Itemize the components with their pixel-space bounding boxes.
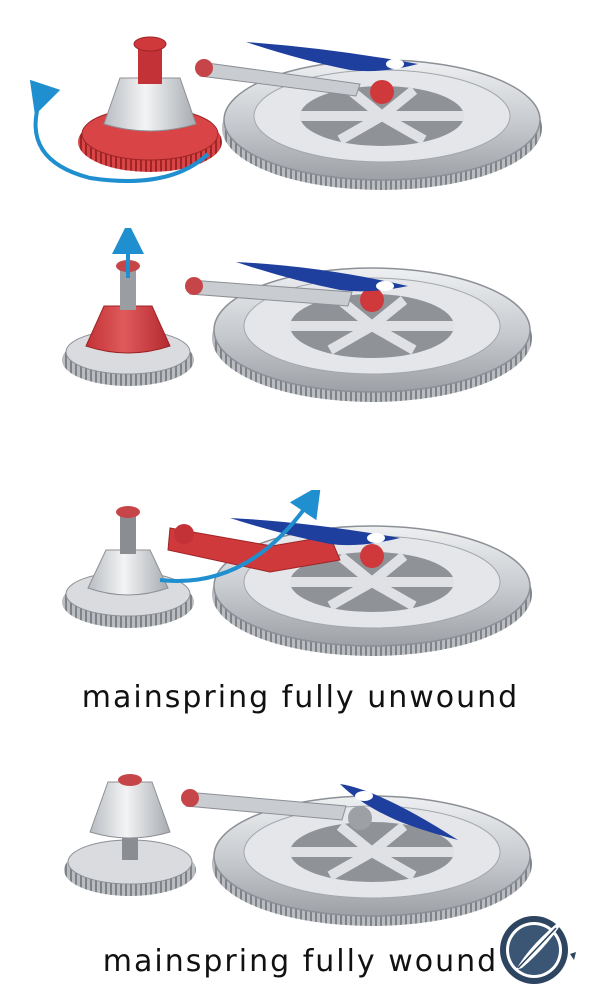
rotation-arrow bbox=[29, 79, 210, 183]
barrel bbox=[222, 59, 542, 190]
barrel bbox=[212, 267, 532, 402]
quill-pen-logo-icon bbox=[500, 916, 576, 984]
caption-wound: mainspring fully wound bbox=[102, 944, 499, 979]
arbor-hub bbox=[348, 806, 372, 830]
blue-click-lever bbox=[230, 518, 400, 546]
winding-wheel-red bbox=[78, 36, 222, 172]
diagram-panel-lifting bbox=[0, 228, 601, 448]
red-cone-housing bbox=[85, 305, 171, 354]
barrel-spokes bbox=[290, 296, 454, 355]
lever-pivot bbox=[195, 59, 213, 77]
winding-wheel bbox=[62, 260, 194, 386]
lever-hole bbox=[386, 59, 404, 69]
cone-housing bbox=[87, 549, 169, 596]
barrel-spokes bbox=[290, 552, 454, 611]
movement-illustration bbox=[64, 774, 532, 926]
lever-hole bbox=[376, 281, 394, 291]
movement-illustration bbox=[62, 490, 532, 656]
stem-cap bbox=[116, 506, 140, 518]
lever-hole bbox=[355, 791, 373, 801]
movement-illustration bbox=[62, 228, 532, 402]
spring-stem bbox=[120, 514, 136, 554]
blue-click-lever bbox=[246, 42, 418, 72]
barrel-spokes bbox=[300, 86, 464, 145]
winding-wheel bbox=[64, 774, 196, 896]
spring-stem bbox=[120, 268, 136, 310]
release-arrow bbox=[159, 490, 321, 583]
red-lever-pivot bbox=[174, 524, 194, 544]
red-stem bbox=[138, 46, 162, 84]
diagram-panel-release bbox=[0, 490, 601, 670]
lever-pivot bbox=[181, 789, 199, 807]
arbor-hub bbox=[360, 544, 384, 568]
diagram-panel-wound bbox=[0, 760, 601, 940]
cone-housing bbox=[89, 781, 171, 839]
stem-cap bbox=[118, 774, 142, 786]
barrel bbox=[212, 795, 532, 926]
arbor-hub bbox=[370, 80, 394, 104]
movement-illustration bbox=[29, 36, 542, 190]
blue-click-lever bbox=[236, 262, 408, 292]
lever-pivot bbox=[185, 277, 203, 295]
red-stem-cap bbox=[133, 36, 167, 52]
cone-housing bbox=[103, 77, 197, 132]
winding-wheel bbox=[62, 506, 194, 628]
arbor-hub bbox=[360, 288, 384, 312]
barrel-spokes bbox=[290, 822, 454, 881]
diagram-panel-winding bbox=[0, 20, 601, 220]
caption-unwound: mainspring fully unwound bbox=[81, 680, 520, 715]
lever-hole bbox=[367, 533, 385, 543]
